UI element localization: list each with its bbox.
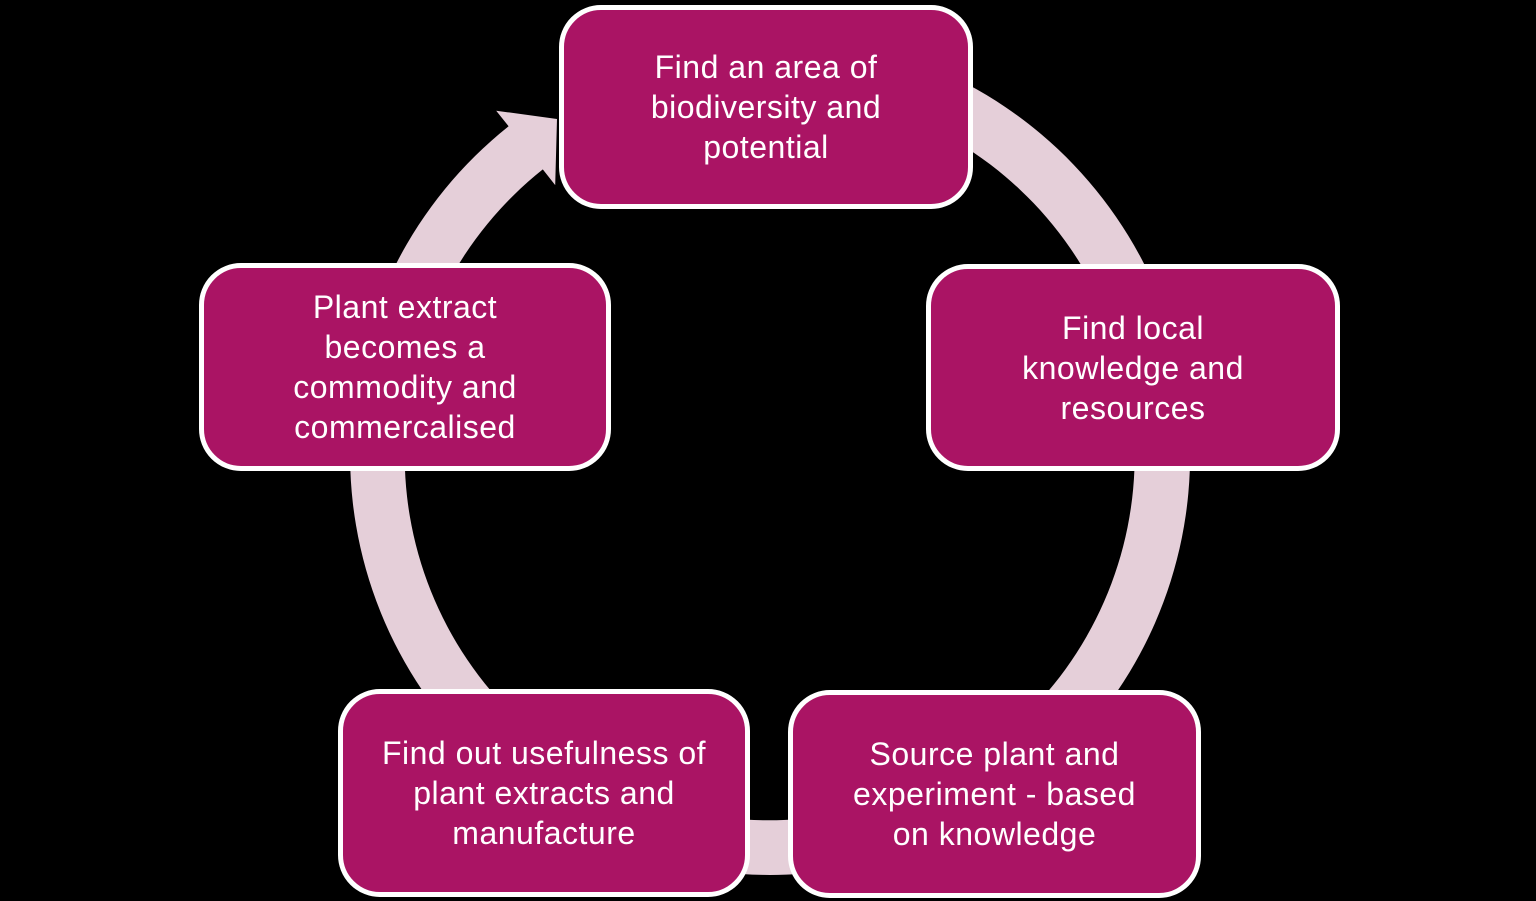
cycle-step-extract-becomes-commodity: Plant extract becomes a commodity and co… [199, 263, 611, 471]
cycle-step-find-local-knowledge: Find local knowledge and resources [926, 264, 1340, 471]
cycle-step-label: Find out usefulness of plant extracts an… [381, 735, 707, 851]
cycle-step-label: Find local knowledge and resources [1022, 309, 1244, 426]
cycle-step-find-usefulness: Find out usefulness of plant extracts an… [338, 689, 750, 897]
cycle-step-source-plant-experiment: Source plant and experiment - based on k… [788, 690, 1201, 898]
cycle-step-label: Plant extract becomes a commodity and co… [293, 289, 517, 445]
cycle-step-label: Find an area of biodiversity and potenti… [650, 49, 882, 165]
cycle-step-label: Source plant and experiment - based on k… [853, 736, 1136, 852]
cycle-step-find-area-of-biodiversity: Find an area of biodiversity and potenti… [559, 5, 973, 209]
